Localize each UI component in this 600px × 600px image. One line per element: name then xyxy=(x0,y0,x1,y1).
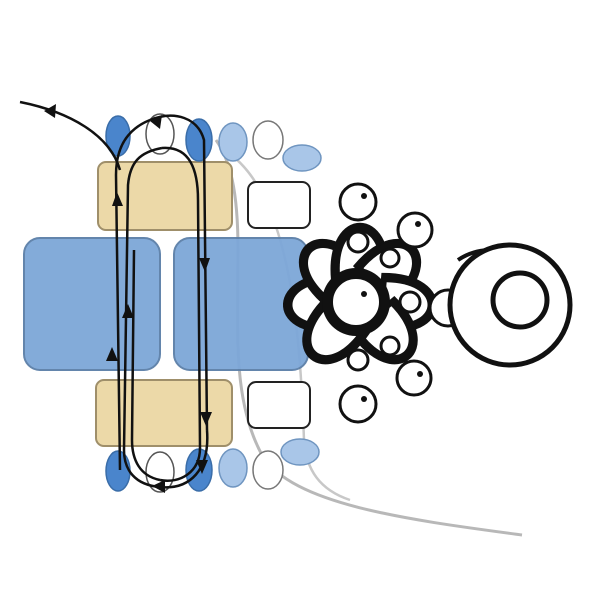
tan-bead-bottom xyxy=(95,379,233,447)
seed-bead-top-2 xyxy=(145,113,175,155)
white-rect-beads xyxy=(247,181,311,429)
flower-center-inner xyxy=(331,277,381,327)
thread-left-up-outer xyxy=(114,118,151,471)
arrowhead-icon xyxy=(196,460,208,474)
arrowhead-icon xyxy=(122,304,134,318)
thread-bottom-arc xyxy=(122,146,209,489)
white-rect-bead-bottom xyxy=(247,381,311,429)
seed-bead-bottom-4 xyxy=(218,448,248,488)
seed-bead-bottom-1 xyxy=(105,450,131,492)
main-thread xyxy=(19,100,209,489)
seed-bead-bottom-6 xyxy=(280,438,320,466)
arrowhead-icon xyxy=(44,104,56,118)
thread-inner-right xyxy=(159,146,202,482)
ring-inner xyxy=(490,270,550,330)
thread-inner-left xyxy=(130,249,161,482)
arrowhead-icon xyxy=(199,258,210,272)
arrowhead-icon xyxy=(112,192,123,206)
arrowhead-icon xyxy=(152,480,165,493)
flower-connector-icon xyxy=(283,182,468,424)
grey-thread-path xyxy=(214,139,523,537)
seed-bead-top-3 xyxy=(185,118,213,162)
arrowheads xyxy=(44,104,212,493)
square-tile-beads xyxy=(23,237,309,371)
seed-bead-top-4 xyxy=(218,122,248,162)
seed-bead-top-5 xyxy=(252,120,284,160)
tile-bead-left xyxy=(23,237,161,371)
seed-bead-top-6 xyxy=(282,144,322,172)
loop-ring-icon xyxy=(447,242,573,368)
thread-entry xyxy=(19,100,122,171)
arrowhead-icon xyxy=(106,347,118,361)
flower-center-dot xyxy=(361,291,367,297)
arrowhead-icon xyxy=(150,115,162,129)
white-rect-bead-top xyxy=(247,181,311,229)
arrowhead-icon xyxy=(200,412,212,426)
seed-beads xyxy=(105,113,322,493)
seed-bead-bottom-5 xyxy=(252,450,284,490)
